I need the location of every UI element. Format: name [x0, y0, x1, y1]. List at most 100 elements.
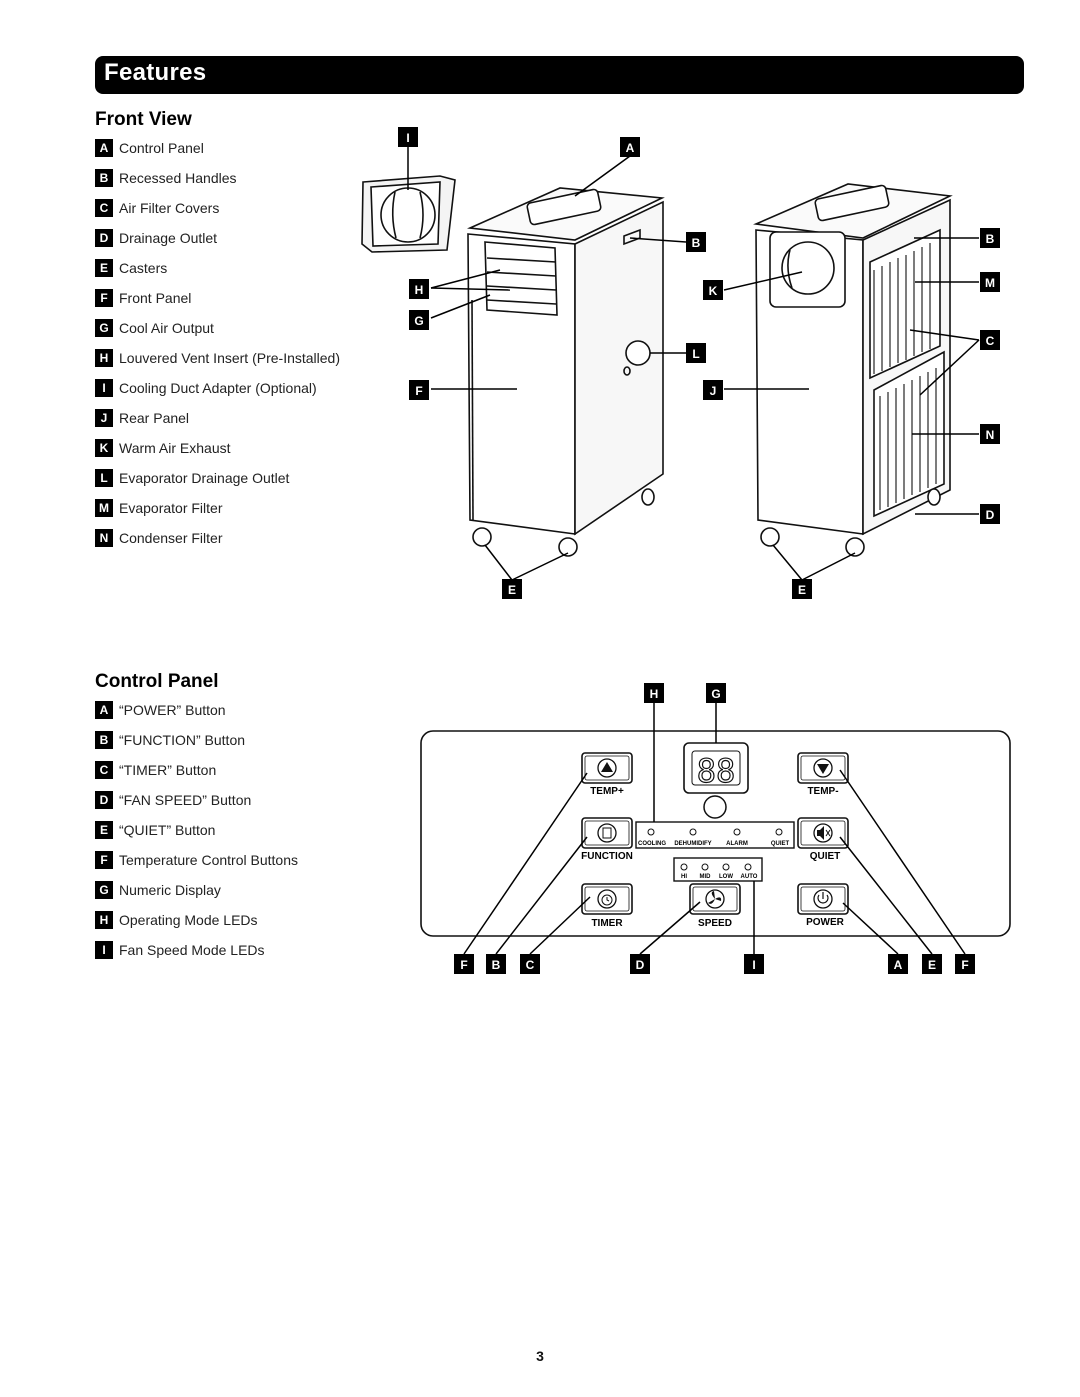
legend-badge: H — [95, 911, 113, 929]
callout-badge — [686, 343, 706, 363]
led-label: HI — [681, 874, 687, 880]
callout-badge — [630, 954, 650, 974]
callout-badge — [980, 504, 1000, 524]
speed-led-strip — [673, 857, 763, 882]
callout-badge — [486, 954, 506, 974]
led-quiet — [775, 828, 783, 836]
page-number: 3 — [536, 1348, 544, 1364]
led-auto — [744, 863, 752, 871]
legend-label: “FAN SPEED” Button — [119, 792, 252, 808]
callout-letter: G — [711, 687, 720, 701]
legend-badge: E — [95, 821, 113, 839]
legend-badge: F — [95, 851, 113, 869]
speed-label: SPEED — [698, 918, 732, 929]
callout-letter: M — [985, 276, 995, 290]
page-title: Features — [104, 59, 207, 86]
callout-letter: F — [961, 958, 968, 972]
callout-letter: H — [650, 687, 659, 701]
callout-letter: J — [710, 384, 717, 398]
callout-badge — [744, 954, 764, 974]
callout-badge — [980, 272, 1000, 292]
duct-adapter-illustration — [361, 175, 456, 253]
legend-label: Fan Speed Mode LEDs — [119, 942, 265, 958]
led-mid — [701, 863, 709, 871]
legend-label: “FUNCTION” Button — [119, 732, 246, 748]
callout-badge — [644, 683, 664, 703]
callout-badge — [454, 954, 474, 974]
callout-letter: N — [986, 428, 995, 442]
legend-badge: F — [95, 289, 113, 307]
legend-badge: G — [95, 319, 113, 337]
callout-badge — [409, 310, 429, 330]
legend-label: Cool Air Output — [119, 320, 214, 336]
callout-badge — [888, 954, 908, 974]
callout-letter: A — [894, 958, 903, 972]
callout-letter: A — [626, 141, 635, 155]
led-dehumidify — [689, 828, 697, 836]
legend-badge: M — [95, 499, 113, 517]
callout-letter: F — [460, 958, 467, 972]
callout-badge — [409, 279, 429, 299]
legend-label: Recessed Handles — [119, 170, 237, 186]
legend-badge: H — [95, 349, 113, 367]
legend-label: “QUIET” Button — [119, 822, 216, 838]
quiet-label: QUIET — [810, 851, 841, 862]
legend-label: Control Panel — [119, 140, 204, 156]
legend-label: Rear Panel — [119, 410, 190, 426]
legend-label: Front Panel — [119, 290, 192, 306]
function-label: FUNCTION — [581, 851, 633, 862]
callout-badge — [620, 137, 640, 157]
legend-badge: D — [95, 229, 113, 247]
legend-label: Operating Mode LEDs — [119, 912, 258, 928]
led-hi — [680, 863, 688, 871]
legend-badge: C — [95, 761, 113, 779]
display-digits: 88 — [697, 752, 736, 790]
callout-letter: E — [928, 958, 936, 972]
callout-letter: D — [986, 508, 995, 522]
legend-label: Cooling Duct Adapter (Optional) — [119, 380, 317, 396]
control-panel-title: Control Panel — [95, 671, 219, 692]
front-view-title: Front View — [95, 109, 192, 130]
callout-badge — [980, 228, 1000, 248]
callout-badge — [520, 954, 540, 974]
speed-button — [689, 883, 741, 915]
timer-label: TIMER — [591, 918, 623, 929]
function-button — [581, 817, 633, 849]
legend-badge: A — [95, 139, 113, 157]
callout-letter: B — [986, 232, 995, 246]
legend-label: Louvered Vent Insert (Pre-Installed) — [119, 350, 341, 366]
legend-label: Numeric Display — [119, 882, 221, 898]
temp-up-button — [581, 752, 633, 784]
legend-label: Temperature Control Buttons — [119, 852, 298, 868]
callout-letter: C — [986, 334, 995, 348]
callout-letter: I — [752, 958, 755, 972]
legend-badge: N — [95, 529, 113, 547]
legend-label: Evaporator Filter — [119, 500, 223, 516]
led-label: QUIET — [771, 841, 790, 847]
legend-badge: D — [95, 791, 113, 809]
led-cooling — [647, 828, 655, 836]
legend-badge: B — [95, 731, 113, 749]
callout-badge — [980, 424, 1000, 444]
callout-badge — [706, 683, 726, 703]
temp-up-label: TEMP+ — [590, 786, 624, 797]
front-view-diagram: I A B H G F K L J B M C N D E E — [361, 127, 1000, 599]
callout-badge — [398, 127, 418, 147]
mode-led-strip — [635, 821, 795, 849]
callout-letter: H — [415, 283, 424, 297]
legend-badge: A — [95, 701, 113, 719]
legend-badge: J — [95, 409, 113, 427]
led-label: DEHUMIDIFY — [674, 841, 711, 847]
led-label: AUTO — [741, 874, 758, 880]
callout-letter: L — [692, 347, 699, 361]
callout-badge — [502, 579, 522, 599]
callout-badge — [686, 232, 706, 252]
callout-badge — [980, 330, 1000, 350]
legend-label: Drainage Outlet — [119, 230, 218, 246]
led-low — [722, 863, 730, 871]
legend-badge: B — [95, 169, 113, 187]
callout-badge — [703, 280, 723, 300]
legend-badge: C — [95, 199, 113, 217]
display-sensor — [703, 795, 727, 819]
callout-letter: E — [798, 583, 806, 597]
